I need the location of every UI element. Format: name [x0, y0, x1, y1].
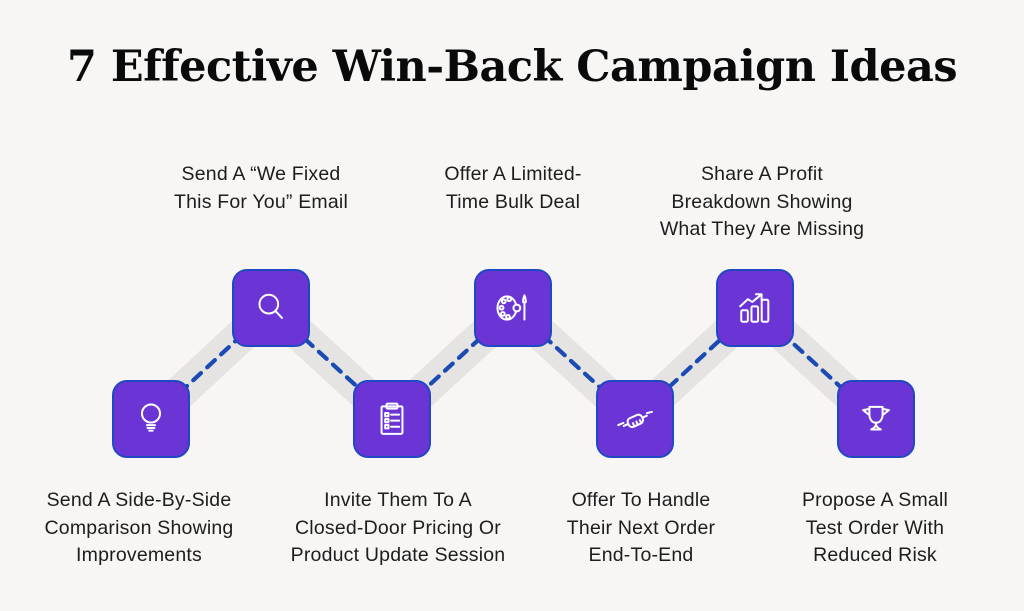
step-label-1: Send A Side-By-Side Comparison Showing I… [44, 489, 234, 566]
step-label-4: Offer A Limited- Time Bulk Deal [444, 163, 582, 213]
trophy-icon [862, 405, 890, 431]
step-label-6: Share A Profit Breakdown Showing What Th… [659, 163, 865, 240]
page-title: 7 Effective Win-Back Campaign Ideas [66, 42, 958, 92]
checklist-clipboard-icon [380, 402, 404, 435]
step-box-1 [112, 380, 190, 458]
step-box-2 [232, 269, 310, 347]
step-box-6 [716, 269, 794, 347]
magnifier-icon [258, 293, 283, 319]
palette-brush-icon [496, 294, 527, 321]
step-box-4 [474, 269, 552, 347]
step-label-5: Offer To Handle Their Next Order End-To-… [566, 489, 716, 566]
step-label-3: Invite Them To A Closed-Door Pricing Or … [290, 489, 506, 566]
step-box-7 [837, 380, 915, 458]
handshake-icon [617, 410, 654, 429]
step-box-3 [353, 380, 431, 458]
step-label-2: Send A “We Fixed This For You” Email [174, 163, 348, 213]
step-label-7: Propose A Small Test Order With Reduced … [801, 489, 949, 566]
lightbulb-icon [140, 403, 162, 432]
growth-chart-icon [739, 293, 770, 323]
step-box-5 [596, 380, 674, 458]
